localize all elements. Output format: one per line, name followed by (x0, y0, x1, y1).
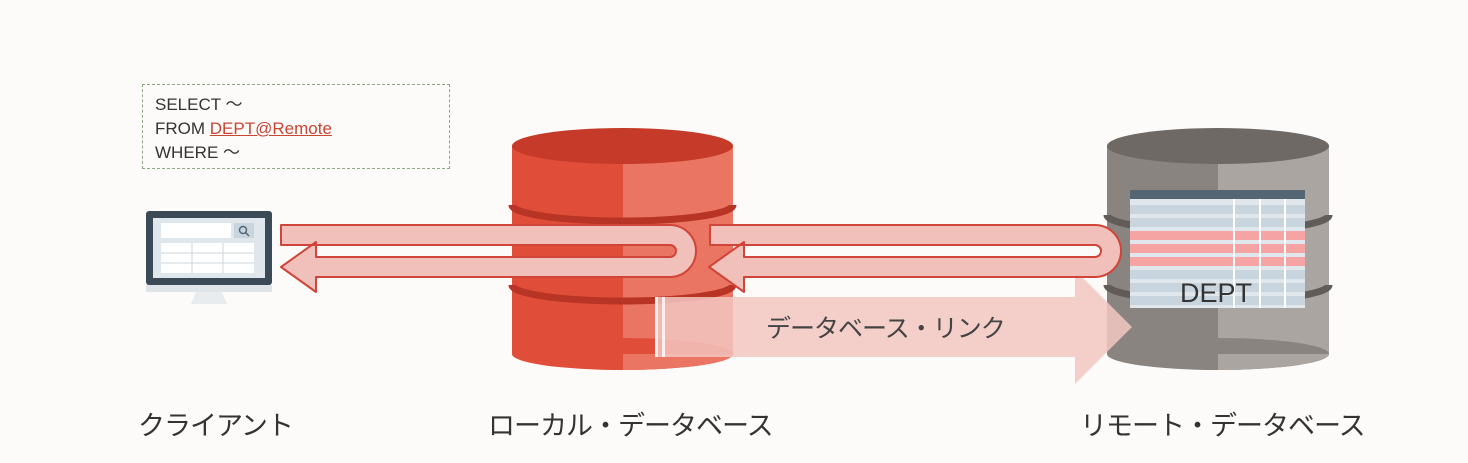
sql-remote-table: DEPT@Remote (209, 119, 332, 138)
client-caption: クライアント (138, 411, 294, 442)
client-query-flow-arrow (280, 224, 697, 293)
search-icon (234, 223, 254, 238)
database-link-arrow (655, 270, 1132, 384)
remote-database-caption: リモート・データベース (1080, 411, 1366, 442)
sql-select-line: SELECT ～ (155, 95, 243, 114)
sql-query-box: SELECT ～ FROM DEPT@Remote WHERE ～ (142, 84, 450, 169)
monitor-icon (146, 211, 272, 304)
dept-table-label: DEPT (1180, 278, 1253, 308)
sql-from-keyword: FROM (155, 119, 210, 138)
sql-where-line: WHERE ～ (155, 143, 240, 162)
database-link-label: データベース・リンク (766, 314, 1006, 343)
remote-query-flow-arrow (708, 224, 1122, 293)
sql-from-line: FROM DEPT@Remote (155, 117, 437, 141)
local-database-caption: ローカル・データベース (488, 411, 774, 442)
dept-table-graphic (1130, 190, 1305, 308)
